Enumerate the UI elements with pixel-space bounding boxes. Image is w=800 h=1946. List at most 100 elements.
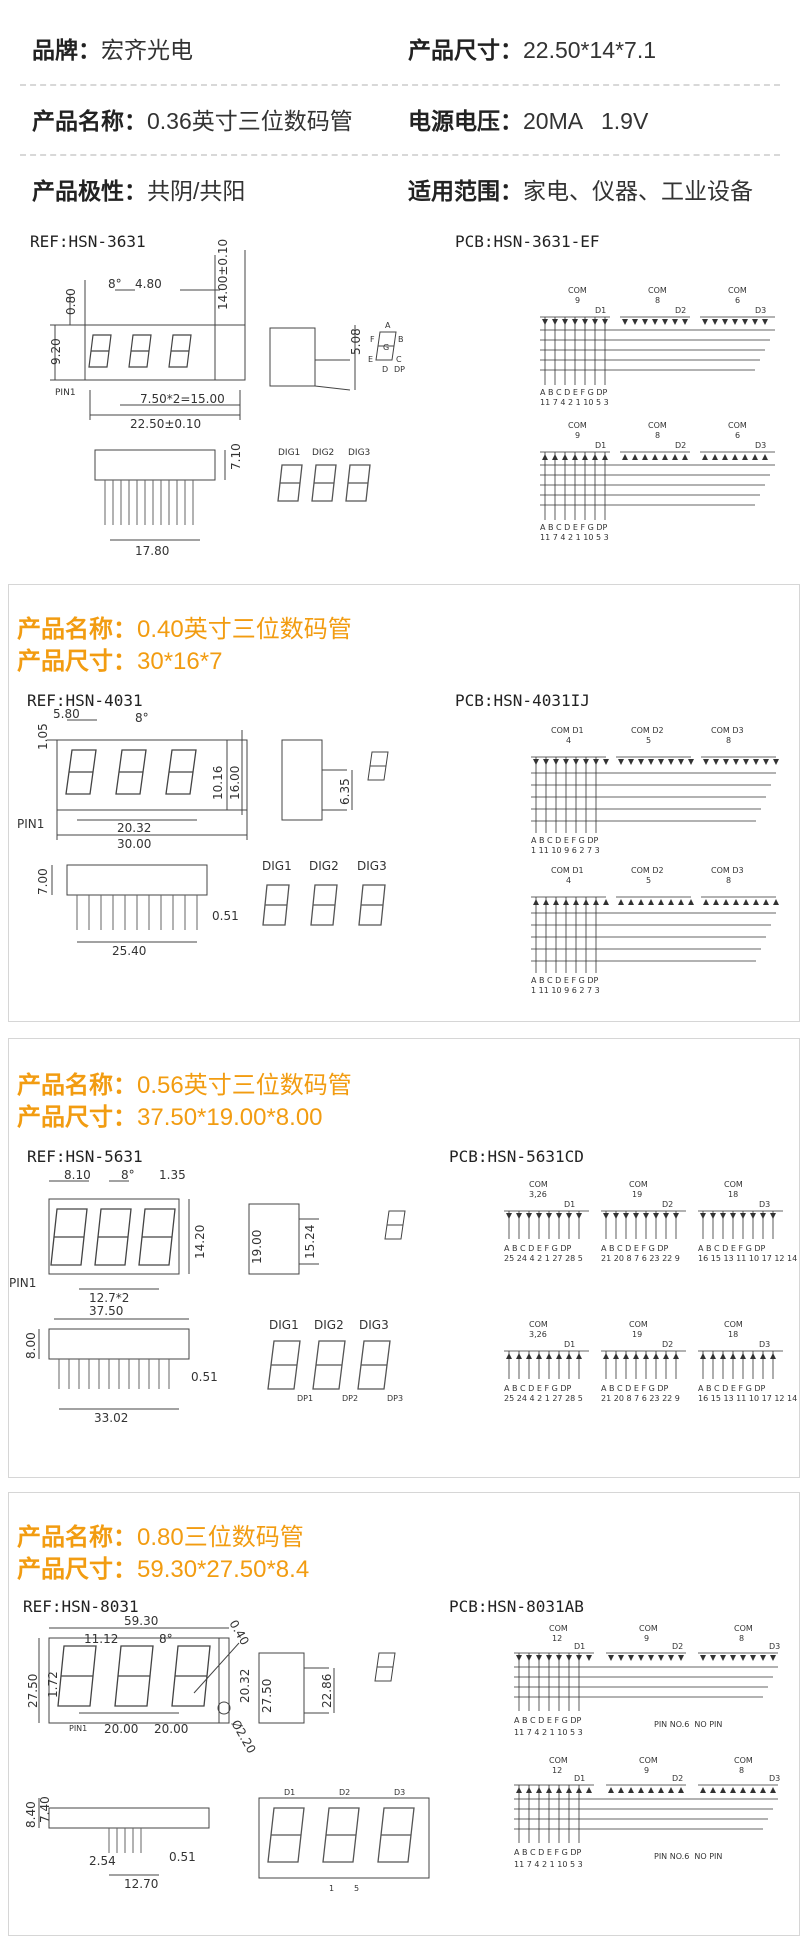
d-label: D1 [574,1642,585,1651]
com-label: COM [629,1180,648,1189]
d-label: D1 [564,1340,575,1349]
dim-digit-w: 5.80 [53,707,80,721]
dim-pin-h: 8.00 [24,1332,38,1359]
dim-height: 16.00 [228,766,242,800]
seg-a: A [385,321,391,330]
pin-letters: A B C D E F G DP [504,1244,572,1253]
dig2-label: DIG2 [309,859,339,873]
dim-corner: 0.40 [226,1618,251,1648]
dim-top-h: 0.80 [64,288,78,315]
voltage-label: 电源电压： [408,108,523,134]
segment-diagram [384,1210,406,1240]
d-label: D1 [574,1774,585,1783]
s2-pcb-schematics: COM D1 COM D2 COM D3 4 5 8 [531,726,779,995]
com-pin: 5 [646,736,651,745]
seg-f: F [370,335,375,344]
dim-digit-w: 8.10 [64,1168,91,1182]
polarity-label: 产品极性： [32,178,147,204]
brand-value: 宏齐光电 [101,37,193,63]
panel-size: 产品尺寸：37.50*19.00*8.00 [17,1097,323,1132]
s4-outline-drawing: 59.30 0.40 11.12 8° 27.50 1.72 20.32 20.… [24,1614,430,1893]
dim-inner-h: 20.32 [238,1669,252,1703]
dim-height: 14.00±0.10 [216,239,230,310]
dig2-label: DIG2 [314,1318,344,1332]
ref-label: REF:HSN-5631 [27,1147,143,1166]
pin-letters: A B C D E F G DP [531,976,599,985]
pin-letters: A B C D E F G DP [540,388,608,397]
panel-size: 产品尺寸：30*16*7 [17,641,222,676]
dim-left-h: 1.72 [46,1671,60,1698]
dim-angle: 8° [135,711,149,725]
s4-schematic-top: COM COM COM 12 9 8 D1 D2 D3 [514,1624,780,1737]
dim-angle: 8° [121,1168,135,1182]
spec-row-2: 产品名称：0.36英寸三位数码管 电源电压：20MA 1.9V [0,86,800,156]
dp1-label: DP1 [297,1394,313,1403]
com-pin: 4 [566,876,571,885]
panel-name-label: 产品名称： [17,1072,137,1099]
dim-seg-w: 1.35 [159,1168,186,1182]
com-pin: 9 [575,296,580,305]
dim-left-h: 9.20 [49,338,63,365]
dim-pitch-b: 20.00 [154,1722,188,1736]
d-label: D2 [675,306,686,315]
com-pin: 8 [739,1766,744,1775]
com-label: COM [728,421,747,430]
pin-numbers: 21 20 8 7 6 23 22 9 [601,1394,680,1403]
com-pin: 9 [644,1634,649,1643]
dim-top-h: 1.05 [36,723,50,750]
digit-preview: D1 D2 D3 1 5 [267,1788,415,1893]
com-label: COM [549,1756,568,1765]
spec-divider [20,154,780,156]
d-label: D2 [672,1774,683,1783]
com-label: COM [529,1320,548,1329]
dim-pitch: 20.32 [117,821,151,835]
brand-label: 品牌： [32,37,101,63]
no-pin-note: PIN NO.6 NO PIN [654,1852,722,1861]
com-label: COM [639,1624,658,1633]
pin1-label: PIN1 [55,388,76,398]
com-pin: 12 [552,1766,562,1775]
pin-numbers: 11 7 4 2 1 10 5 3 [514,1728,583,1737]
s1-schematic-top: COM COM COM 9 8 6 D1 D2 D3 A B C D E [540,286,775,407]
digit-label: D1 [284,1788,295,1797]
pcb-label: PCB:HSN-5631CD [449,1147,584,1166]
bottom-pin: 5 [354,1884,359,1893]
seg-dp: DP [394,365,405,374]
dig3-label: DIG3 [359,1318,389,1332]
pin-numbers: 11 7 4 2 1 10 5 3 [540,533,609,542]
pin-letters: A B C D E F G DP [514,1716,582,1725]
com-label: COM [529,1180,548,1189]
pin-letters: A B C D E F G DP [698,1244,766,1253]
pin1-label: PIN1 [9,1276,36,1290]
seg-d: D [382,365,388,374]
seg-g: G [383,343,389,352]
bottom-pin: 1 [329,1884,334,1893]
name-value: 0.36英寸三位数码管 [147,108,353,134]
dim-pitch: 7.50*2=15.00 [140,392,225,406]
segment-diagram [367,751,389,781]
segment-diagram: A B C D E F G DP [368,321,405,374]
seg-b: B [398,335,404,344]
dim-side-h: 5.08 [349,328,363,355]
seg-c: C [396,355,402,364]
com-label: COM D2 [631,726,664,735]
panel-size-label: 产品尺寸： [17,1104,137,1131]
com-label: COM [639,1756,658,1765]
com-pin: 19 [632,1190,642,1199]
com-pin: 3,26 [529,1330,547,1339]
panel-name-label: 产品名称： [17,1524,137,1551]
dig3-label: DIG3 [348,448,370,458]
dim-side-h: 19.00 [250,1230,264,1264]
d-label: D3 [769,1642,780,1651]
panel-size-label: 产品尺寸： [17,1556,137,1583]
panel-size: 产品尺寸：59.30*27.50*8.4 [17,1549,309,1584]
dim-inner-h: 10.16 [211,766,225,800]
polarity-spec: 产品极性：共阴/共阳 [32,156,245,226]
spec-row-3: 产品极性：共阴/共阳 适用范围：家电、仪器、工业设备 [0,156,800,226]
s4-schematic-bottom: COM COM COM 12 9 8 D1 D2 D3 [514,1756,780,1869]
com-label: COM D1 [551,726,584,735]
com-pin: 6 [735,296,740,305]
s2-schematic-top: COM D1 COM D2 COM D3 4 5 8 [531,726,779,855]
dim-angle: 8° [159,1632,173,1646]
panel-size-value: 30*16*7 [137,648,223,675]
